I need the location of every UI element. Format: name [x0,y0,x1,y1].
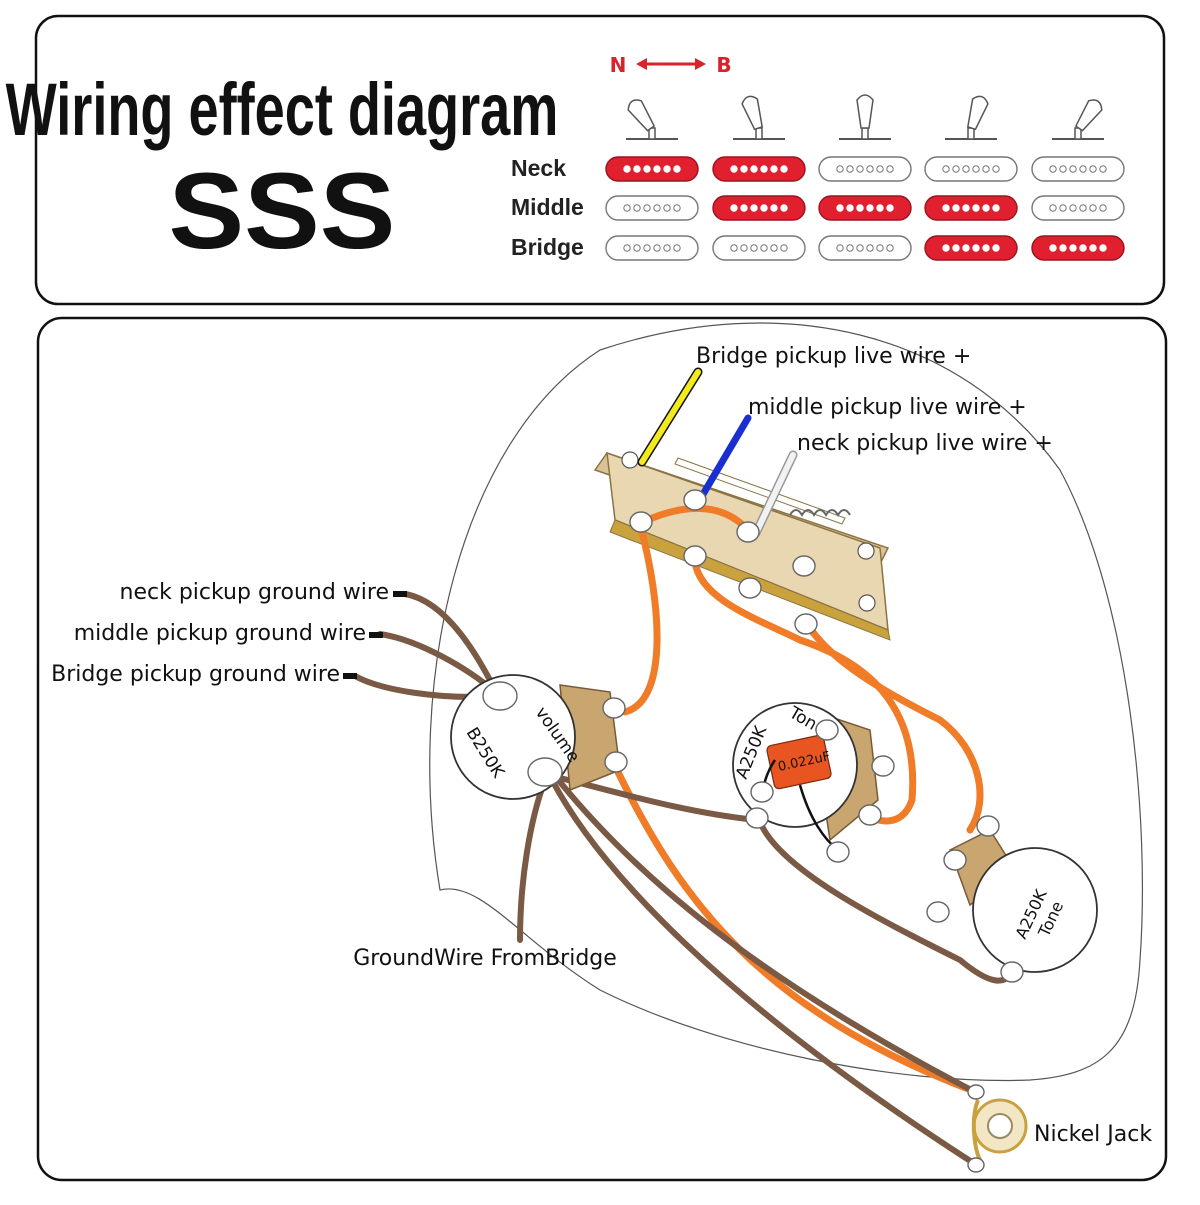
pickup-neck-pos-1 [605,156,699,182]
tone-pot-2: A250K Tone [949,829,1098,973]
solder-lug [1000,961,1024,983]
pickup-bridge-pos-3 [818,235,912,261]
pickup-middle-pos-2 [712,195,806,221]
row-label-bridge: Bridge [511,234,584,260]
solder-lug [683,545,707,567]
switch-lever-icon-pos-4 [945,95,997,140]
direction-bridge-label: B [716,53,731,77]
pickup-bridge-pos-2 [712,235,806,261]
pickup-middle-pos-1 [605,195,699,221]
solder-lug [826,841,850,863]
pickup-state-grid [605,156,1125,261]
pickup-neck-pos-4 [924,156,1018,182]
switch-position-icons [626,94,1104,140]
solder-lug [943,849,967,871]
jack-lug-sleeve [967,1157,985,1173]
row-label-neck: Neck [511,155,566,181]
pickup-neck-pos-2 [712,156,806,182]
solder-lug [792,555,816,577]
solder-lug [745,807,769,829]
pickup-config-label: SSS [169,151,396,271]
diagram-title: Wiring effect diagram [6,68,559,151]
label-neck-live: neck pickup live wire + [797,431,1053,456]
label-bridge-live: Bridge pickup live wire + [696,344,971,369]
pickguard-outline [429,322,1143,1082]
pickup-neck-pos-5 [1031,156,1125,182]
solder-lug [604,751,628,773]
pickup-bridge-pos-4 [924,235,1018,261]
pickup-bridge-pos-5 [1031,235,1125,261]
pickup-middle-pos-5 [1031,195,1125,221]
label-neck-ground: neck pickup ground wire [120,580,389,605]
bridge-live-wire [639,369,701,465]
solder-lug [815,719,839,741]
solder-lug [738,577,762,599]
row-label-middle: Middle [511,194,584,220]
pickup-middle-pos-3 [818,195,912,221]
pickup-middle-pos-4 [924,195,1018,221]
solder-lug [750,781,774,803]
middle-live-wire [698,414,752,500]
jack-lug-tip [967,1084,985,1100]
bridge-ground-marker [343,673,357,679]
label-ground-from-bridge: GroundWire FromBridge [353,946,617,971]
solder-lug [794,613,818,635]
pickup-bridge-pos-1 [605,235,699,261]
switch-lever-icon-pos-2 [733,95,785,140]
middle-ground-marker [369,632,383,638]
solder-lug [683,489,707,511]
switch-lever-icon-pos-3 [839,94,891,140]
pickup-neck-pos-3 [818,156,912,182]
switch-lever-icon-pos-1 [626,99,678,140]
solder-lugs [482,489,1024,1173]
solder-lug [858,804,882,826]
label-jack: Nickel Jack [1034,1122,1152,1147]
solder-lug [602,697,626,719]
solder-lug [482,681,518,711]
capacitor: 0.022uF [760,734,839,851]
solder-lug [871,755,895,777]
solder-lug [629,511,653,533]
direction-arrow-icon [636,58,706,70]
solder-lug [736,521,760,543]
solder-lug [527,757,563,787]
effect-panel-frame [34,14,1166,306]
solder-lug [926,901,950,923]
label-middle-live: middle pickup live wire + [748,395,1027,420]
neck-ground-marker [393,591,407,597]
direction-neck-label: N [610,53,627,77]
neck-live-wire [753,452,796,536]
brown-ground-wires [352,591,1015,1167]
solder-lug [976,815,1000,837]
switch-lever-icon-pos-5 [1052,99,1104,140]
label-middle-ground: middle pickup ground wire [74,621,366,646]
label-bridge-ground: Bridge pickup ground wire [51,662,340,687]
nickel-jack [971,1098,1028,1161]
